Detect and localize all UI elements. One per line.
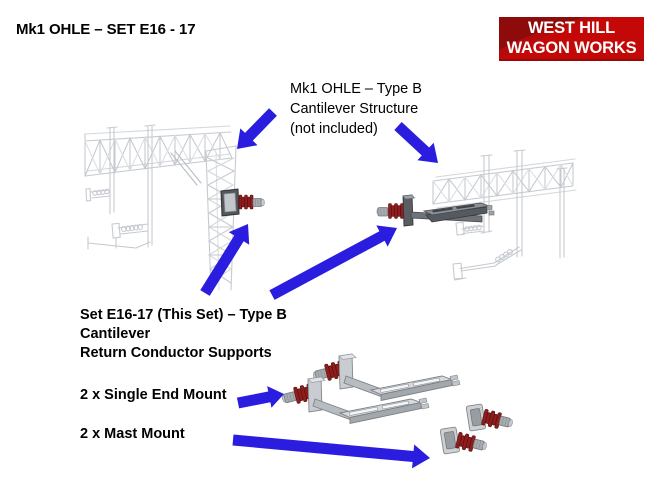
brand-logo: WEST HILL WAGON WORKS (499, 17, 644, 61)
truss-structure-figure (432, 149, 577, 281)
page-title: Mk1 OHLE – SET E16 - 17 (16, 21, 196, 38)
mast-mount-on-gantry (220, 188, 265, 217)
single-end-mount-product (313, 353, 461, 402)
logo-line-1: WEST HILL (527, 19, 616, 37)
item-mast-mount: 2 x Mast Mount (80, 426, 185, 442)
structure-note-line-1: Mk1 OHLE – Type B (290, 81, 422, 97)
logo-swoosh-icon (499, 17, 599, 59)
structure-note-line-2: Cantilever Structure (290, 101, 419, 117)
logo-line-2: WAGON WORKS (506, 39, 637, 57)
arrow-to-mast-mounts-icon (232, 434, 430, 469)
portal-gantry-figure (84, 124, 237, 291)
set-note-line-3: Return Conductor Supports (80, 345, 272, 361)
arrow-to-end-mount-icon (269, 225, 397, 300)
set-note-line-2: Cantilever (80, 326, 151, 342)
structure-note-line-3: (not included) (290, 121, 378, 137)
arrow-to-right-structure-icon (394, 122, 438, 163)
item-single-end-mount: 2 x Single End Mount (80, 387, 227, 403)
arrow-to-single-end-mounts-icon (236, 386, 284, 409)
annotation-arrows (200, 108, 438, 469)
end-mount-on-truss (376, 194, 495, 227)
arrow-to-left-structure-icon (237, 108, 277, 149)
mast-mount-product (465, 403, 513, 432)
logo-text: WEST HILL WAGON WORKS (499, 17, 644, 59)
structure-note: Mk1 OHLE – Type B Cantilever Structure (… (290, 79, 422, 139)
arrow-to-mast-mount-icon (200, 224, 250, 296)
mast-mount-product-2 (439, 426, 489, 456)
set-note-line-1: Set E16-17 (This Set) – Type B (80, 307, 287, 323)
set-note: Set E16-17 (This Set) – Type B Cantileve… (80, 306, 287, 363)
